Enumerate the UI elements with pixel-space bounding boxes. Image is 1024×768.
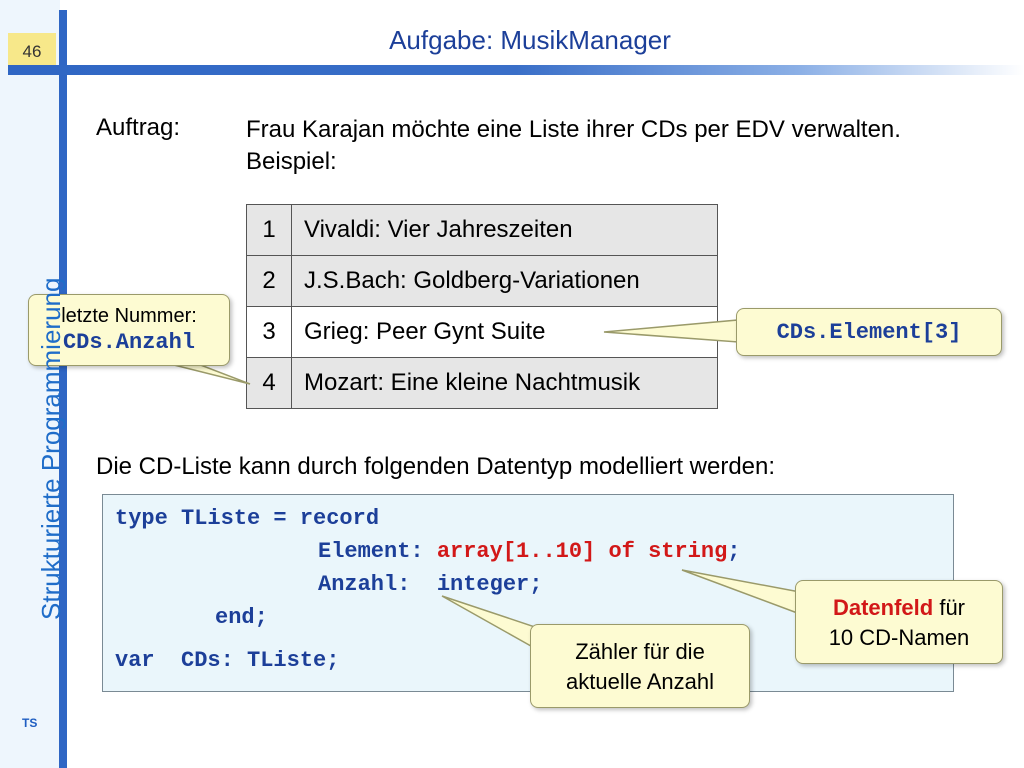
side-label: Strukturierte Programmierung [36,277,66,620]
callout-label: letzte Nummer: [61,305,197,327]
task-label: Auftrag: [96,114,181,141]
cd-title: Mozart: Eine kleine Nachtmusik [291,357,718,409]
footer-initials: TS [22,716,38,730]
callout-code: CDs.Element[3] [776,319,962,345]
cd-number: 3 [246,306,292,358]
code-field-name: Element: [318,539,437,564]
code-line-end: end; [215,605,268,630]
callout-datenfeld: Datenfeld für 10 CD-Namen [795,580,1003,664]
callout-element: CDs.Element[3] [736,308,1002,356]
code-array-type: array[1..10] of string [436,539,728,564]
code-semicolon: ; [727,539,741,564]
sidebar [0,0,60,768]
tail-last-number [169,363,251,385]
cd-title: J.S.Bach: Goldberg-Variationen [291,255,718,307]
tail-datenfeld [681,569,801,616]
callout-counter: Zähler für die aktuelle Anzahl [530,624,750,708]
cd-number: 1 [246,204,292,256]
table-row: 2 J.S.Bach: Goldberg-Variationen [246,255,718,307]
table-row: 3 Grieg: Peer Gynt Suite [246,306,718,358]
cd-number: 4 [246,357,292,409]
tail-element [603,319,739,343]
callout-line: Datenfeld für [796,593,1002,623]
callout-line: 10 CD-Namen [828,625,970,650]
callout-last-number: letzte Nummer: CDs.Anzahl [28,294,230,366]
callout-bold-term: Datenfeld [832,595,934,620]
callout-line: Zähler für die [575,639,705,664]
cd-title: Vivaldi: Vier Jahreszeiten [291,204,718,256]
task-text: Frau Karajan möchte eine Liste ihrer CDs… [246,116,901,175]
code-line-element: Element: array[1..10] of string; [318,540,740,564]
table-row: 4 Mozart: Eine kleine Nachtmusik [246,357,718,409]
code-line-var: var CDs: TListe; [115,648,340,673]
page-number: 46 [8,33,56,71]
code-line-anzahl: Anzahl: integer; [318,572,543,597]
table-row: 1 Vivaldi: Vier Jahreszeiten [246,204,718,256]
cd-title: Grieg: Peer Gynt Suite [291,306,718,358]
vertical-accent-bar [59,10,67,768]
cd-table: 1 Vivaldi: Vier Jahreszeiten 2 J.S.Bach:… [246,204,718,409]
code-line-type: type TListe = record [115,506,380,531]
tail-counter [441,595,539,652]
slide-title: Aufgabe: MusikManager [389,25,671,55]
header-bar [8,65,1024,75]
callout-text: für [933,595,966,620]
cd-number: 2 [246,255,292,307]
callout-code: CDs.Anzahl [62,330,196,355]
description-text: Die CD-Liste kann durch folgenden Datent… [96,453,776,480]
callout-line: aktuelle Anzahl [566,669,714,694]
